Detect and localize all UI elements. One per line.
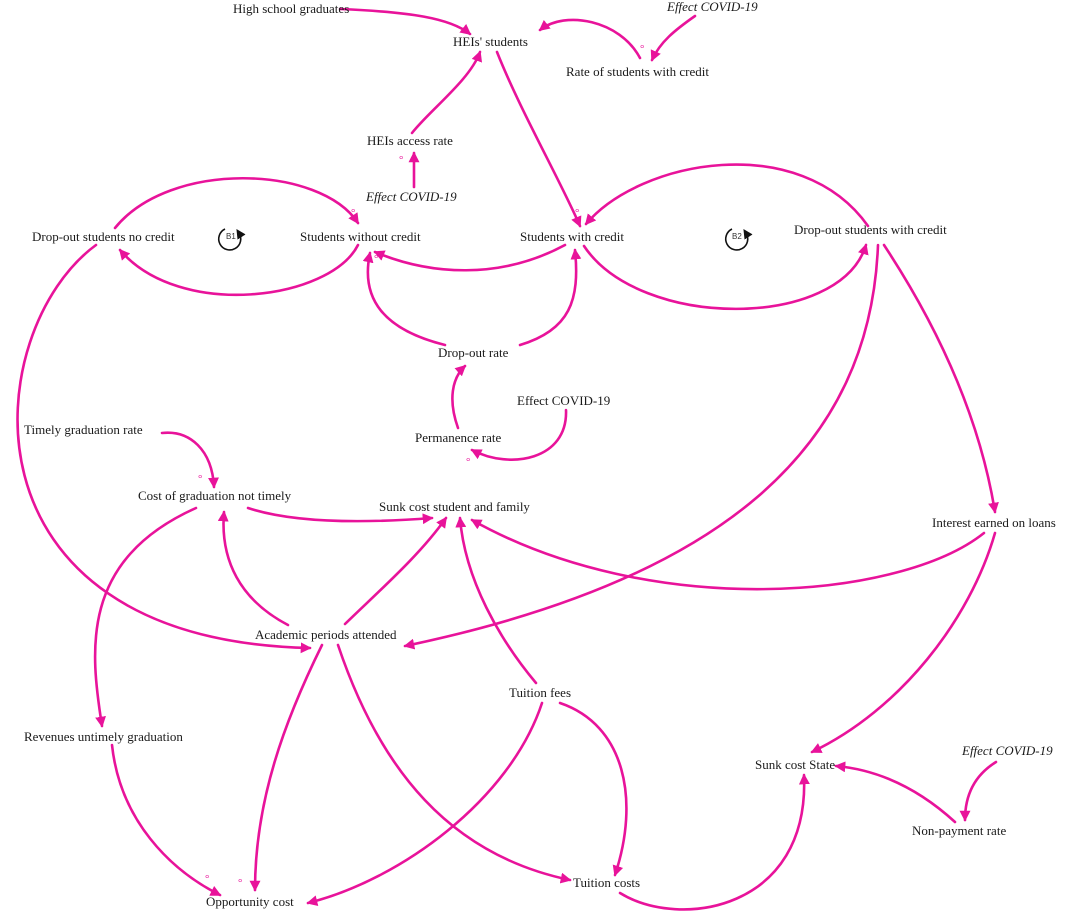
edge-academic-to-sunk-cost-family [343, 516, 448, 626]
edge-cost-not-timely-to-sunk-cost-family [246, 506, 434, 525]
node-timely-graduation-rate: Timely graduation rate [24, 422, 143, 437]
edge-heis-students-to-with-credit [495, 50, 582, 228]
edge-with-credit-to-without-credit [373, 243, 567, 272]
loop-b2-arc-icon [724, 228, 753, 251]
polarity-mark: ° [238, 877, 242, 889]
loop-b1: B1 [217, 228, 246, 251]
node-effect-covid-access: Effect COVID-19 [365, 189, 457, 204]
edge-academic-to-tuition-costs [336, 643, 572, 884]
node-dropout-rate: Drop-out rate [438, 345, 509, 360]
node-tuition-costs: Tuition costs [573, 875, 640, 890]
polarity-marks: ° ° ° ° ° ° ° ° ° [198, 43, 644, 889]
edge-effect-covid-to-rate-credit [650, 14, 697, 62]
edge-with-credit-to-dropout-with-credit [582, 243, 869, 311]
node-non-payment-rate: Non-payment rate [912, 823, 1006, 838]
node-academic-periods-attended: Academic periods attended [255, 627, 397, 642]
edge-dropout-with-credit-to-interest [882, 243, 999, 514]
edge-effect-covid-to-non-payment [959, 760, 998, 822]
node-heis-students: HEIs' students [453, 34, 528, 49]
edges [16, 7, 999, 911]
edge-interest-to-sunk-cost-state [810, 531, 997, 754]
polarity-mark: ° [374, 253, 378, 265]
node-effect-covid-top: Effect COVID-19 [666, 0, 758, 14]
polarity-mark: ° [198, 473, 202, 485]
node-interest-earned-loans: Interest earned on loans [932, 515, 1056, 530]
node-heis-access-rate: HEIs access rate [367, 133, 453, 148]
polarity-mark: ° [640, 43, 644, 55]
polarity-mark: ° [575, 207, 579, 219]
node-effect-covid-nonpayment: Effect COVID-19 [961, 743, 1053, 758]
node-students-without-credit: Students without credit [300, 229, 421, 244]
node-high-school-graduates: High school graduates [233, 1, 349, 16]
loop-b1-arc-icon [217, 228, 246, 251]
edge-access-rate-to-heis-students [410, 50, 483, 135]
node-rate-students-credit: Rate of students with credit [566, 64, 709, 79]
edge-academic-to-cost-not-timely [217, 510, 290, 627]
edge-high-school-to-heis-students [338, 7, 472, 36]
loop-b2-label: B2 [732, 232, 742, 241]
node-cost-graduation-not-timely: Cost of graduation not timely [138, 488, 292, 503]
polarity-mark: ° [351, 207, 355, 219]
edge-dropout-no-credit-to-without-credit [113, 176, 360, 230]
edge-timely-to-cost-not-timely [160, 431, 219, 489]
edge-tuition-costs-to-sunk-cost-state [618, 773, 810, 911]
nodes: High school graduates HEIs' students Eff… [24, 0, 1056, 909]
node-permanence-rate: Permanence rate [415, 430, 501, 445]
edge-tuition-fees-to-tuition-costs [558, 701, 628, 877]
edge-rate-credit-to-heis-students [538, 18, 642, 60]
edge-dropout-no-credit-to-academic [16, 243, 312, 654]
node-dropout-with-credit: Drop-out students with credit [794, 222, 947, 237]
edge-non-payment-to-sunk-cost-state [834, 761, 957, 824]
node-students-with-credit: Students with credit [520, 229, 624, 244]
edge-dropout-rate-to-with-credit [518, 248, 582, 347]
polarity-mark: ° [466, 456, 470, 468]
edge-academic-to-opportunity-cost [249, 643, 324, 892]
node-sunk-cost-student-family: Sunk cost student and family [379, 499, 530, 514]
node-sunk-cost-state: Sunk cost State [755, 757, 835, 772]
edge-dropout-with-credit-to-academic [403, 243, 880, 650]
edge-cost-not-timely-to-revenues [93, 506, 198, 728]
loop-b2: B2 [724, 228, 753, 251]
polarity-mark: ° [399, 154, 403, 166]
node-revenues-untimely-graduation: Revenues untimely graduation [24, 729, 183, 744]
edge-tuition-fees-to-sunk-cost-family [455, 516, 538, 685]
edge-dropout-rate-to-without-credit [362, 251, 447, 347]
edge-permanence-to-dropout-rate [451, 364, 467, 430]
edge-without-credit-to-dropout-no-credit [118, 243, 360, 297]
edge-effect-covid-to-permanence [470, 408, 568, 461]
loop-b1-label: B1 [226, 232, 236, 241]
edge-interest-to-sunk-cost-family [470, 518, 986, 591]
polarity-mark: ° [205, 873, 209, 885]
node-opportunity-cost: Opportunity cost [206, 894, 294, 909]
node-effect-covid-permanence: Effect COVID-19 [517, 393, 610, 408]
node-dropout-no-credit: Drop-out students no credit [32, 229, 175, 244]
node-tuition-fees: Tuition fees [509, 685, 571, 700]
edge-dropout-with-credit-to-with-credit [584, 163, 870, 228]
edge-revenues-to-opportunity-cost [110, 743, 222, 897]
edge-tuition-fees-to-opportunity-cost [306, 701, 544, 907]
